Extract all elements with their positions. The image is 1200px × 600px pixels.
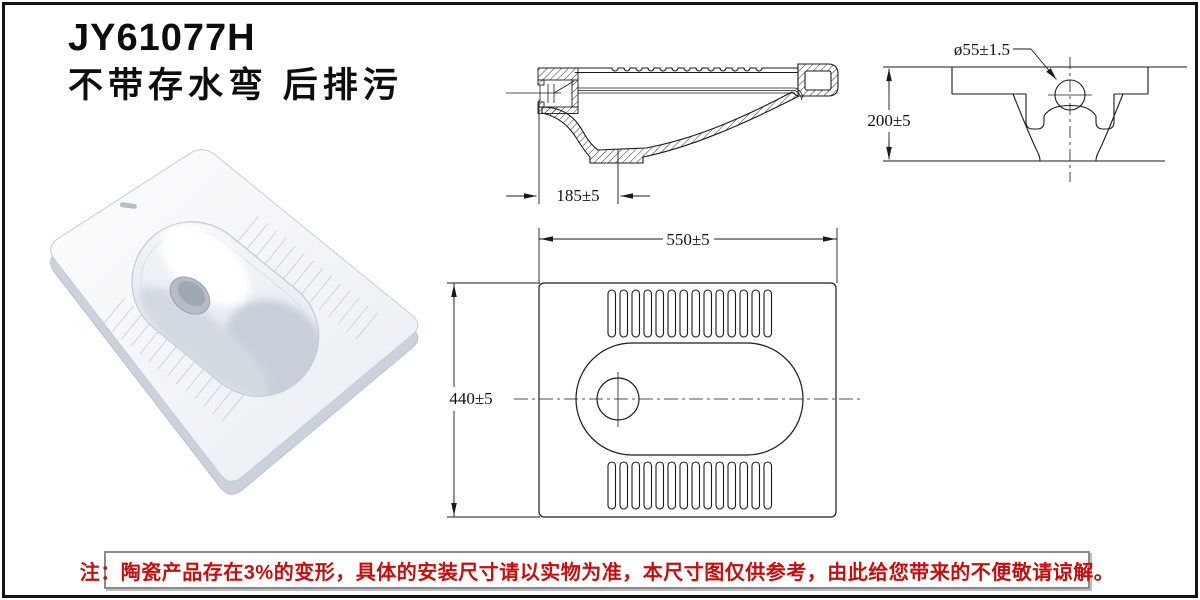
dim-550-lines — [538, 228, 838, 283]
pan-groove-lines — [102, 215, 378, 422]
dim-200-label: 200±5 — [867, 111, 910, 130]
plan-outline — [538, 282, 837, 518]
note-box: 注：陶瓷产品存在3%的变形，具体的安装尺寸请以实物为准，本尺寸图仅供参考，由此给… — [80, 551, 1114, 589]
dim-440-label: 440±5 — [449, 389, 492, 408]
section-top-profile — [542, 67, 798, 72]
plan-view: 550±5 440±5 — [447, 228, 864, 518]
rear-view: 200±5 ø55±1.5 — [867, 40, 1187, 182]
note-text: 注：陶瓷产品存在3%的变形，具体的安装尺寸请以实物为准，本尺寸图仅供参考，由此给… — [79, 561, 1115, 584]
product-photo — [50, 149, 419, 495]
model-number: JY61077H — [68, 17, 256, 59]
flush-rim-lines — [578, 87, 804, 101]
dim-440-lines — [447, 282, 540, 518]
dim-185-label: 185±5 — [556, 186, 599, 205]
dim-550-label: 550±5 — [666, 230, 709, 249]
bowl-shell-section — [541, 91, 800, 164]
brand-logo-mark — [119, 202, 137, 209]
pan-bowl — [131, 221, 327, 400]
outlet-leader — [1013, 48, 1057, 80]
title-block: JY61077H 不带存水弯 后排污 — [68, 17, 403, 106]
product-subtitle: 不带存水弯 后排污 — [68, 65, 403, 105]
plan-slots-bottom — [607, 461, 773, 510]
plan-slots-top — [607, 289, 773, 338]
side-section-view: 185±5 — [506, 63, 839, 205]
dim-185-lines — [506, 100, 650, 204]
outlet-diameter-label: ø55±1.5 — [954, 40, 1010, 59]
